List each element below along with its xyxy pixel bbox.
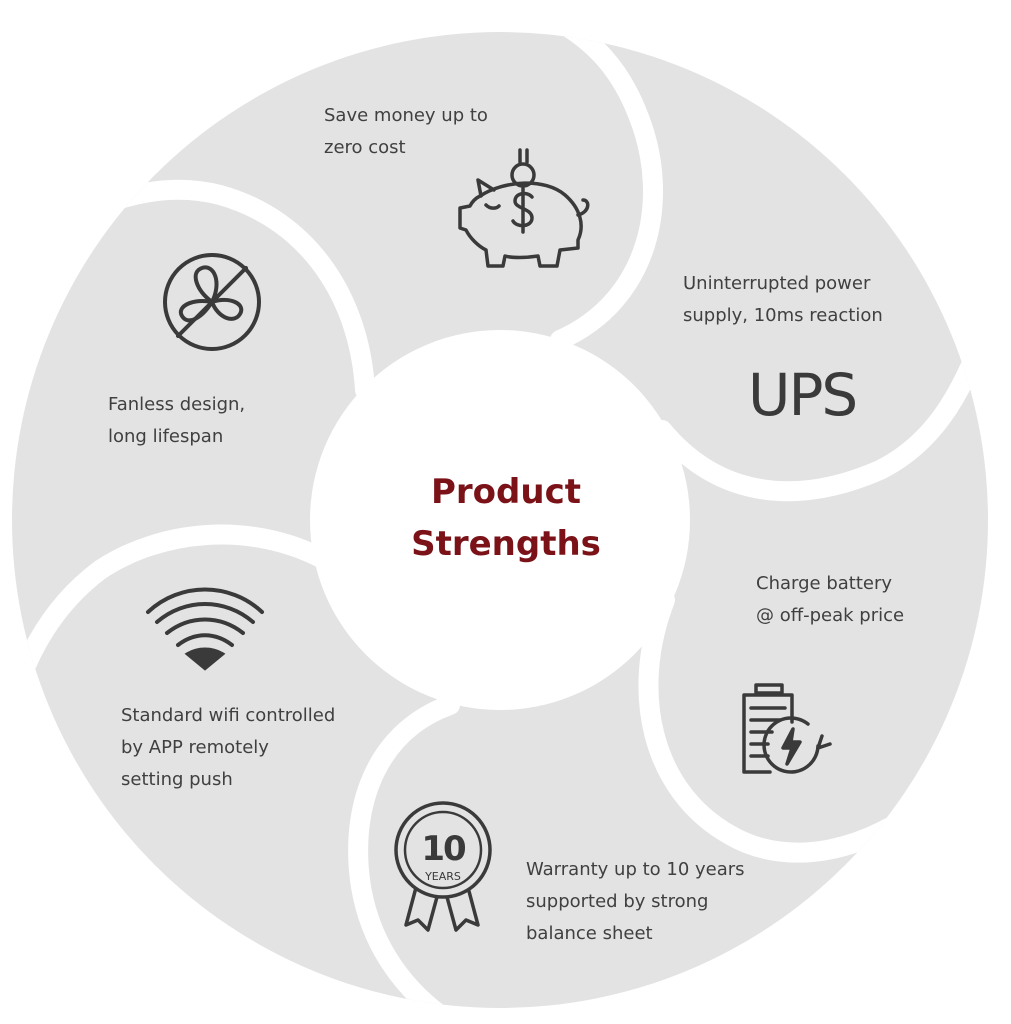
segment-label-line: zero cost xyxy=(324,137,406,158)
ups-icon: UPS xyxy=(748,361,858,429)
segment-label-line: long lifespan xyxy=(108,426,224,447)
divider-top-right xyxy=(550,32,663,350)
segment-label-line: balance sheet xyxy=(526,923,653,944)
warranty-badge-number: 10 xyxy=(421,829,466,869)
segment-label-line: Warranty up to 10 years xyxy=(526,859,745,880)
warranty-badge-word: YEARS xyxy=(424,870,461,883)
center-title-line-2: Strengths xyxy=(411,524,601,564)
piggy-bank-icon xyxy=(458,148,590,268)
divider-left xyxy=(12,524,335,690)
center-title: Product Strengths xyxy=(356,466,656,570)
divider-bottom-right xyxy=(638,590,940,863)
segment-label-save-money: Save money up to zero cost xyxy=(324,100,488,164)
segment-label-line: Fanless design, xyxy=(108,394,246,415)
divider-right xyxy=(652,320,988,502)
segment-label-ups: Uninterrupted power supply, 10ms reactio… xyxy=(683,268,883,332)
segment-dividers xyxy=(12,32,988,1008)
no-fan-icon xyxy=(163,253,261,351)
segment-label-line: Uninterrupted power xyxy=(683,273,871,294)
segment-label-line: by APP remotely xyxy=(121,737,269,758)
battery-charge-icon xyxy=(742,683,832,774)
center-circle xyxy=(310,330,690,710)
segment-label-line: Standard wifi controlled xyxy=(121,705,336,726)
center-title-line-1: Product xyxy=(431,472,581,512)
segment-label-wifi: Standard wifi controlled by APP remotely… xyxy=(121,700,335,796)
warranty-badge-icon: 10 YEARS xyxy=(394,801,492,932)
segment-label-fanless: Fanless design, long lifespan xyxy=(108,389,245,453)
wifi-icon xyxy=(146,587,264,671)
segment-label-line: Save money up to xyxy=(324,105,488,126)
segment-label-line: supply, 10ms reaction xyxy=(683,305,883,326)
segment-label-line: @ off-peak price xyxy=(756,605,905,626)
segment-label-charge: Charge battery @ off-peak price xyxy=(756,568,904,632)
segment-label-line: Charge battery xyxy=(756,573,893,594)
divider-bottom xyxy=(348,695,460,1008)
ups-icon-text: UPS xyxy=(748,361,856,429)
segment-label-line: supported by strong xyxy=(526,891,709,912)
segment-label-line: setting push xyxy=(121,769,233,790)
segment-label-warranty: Warranty up to 10 years supported by str… xyxy=(526,854,745,950)
